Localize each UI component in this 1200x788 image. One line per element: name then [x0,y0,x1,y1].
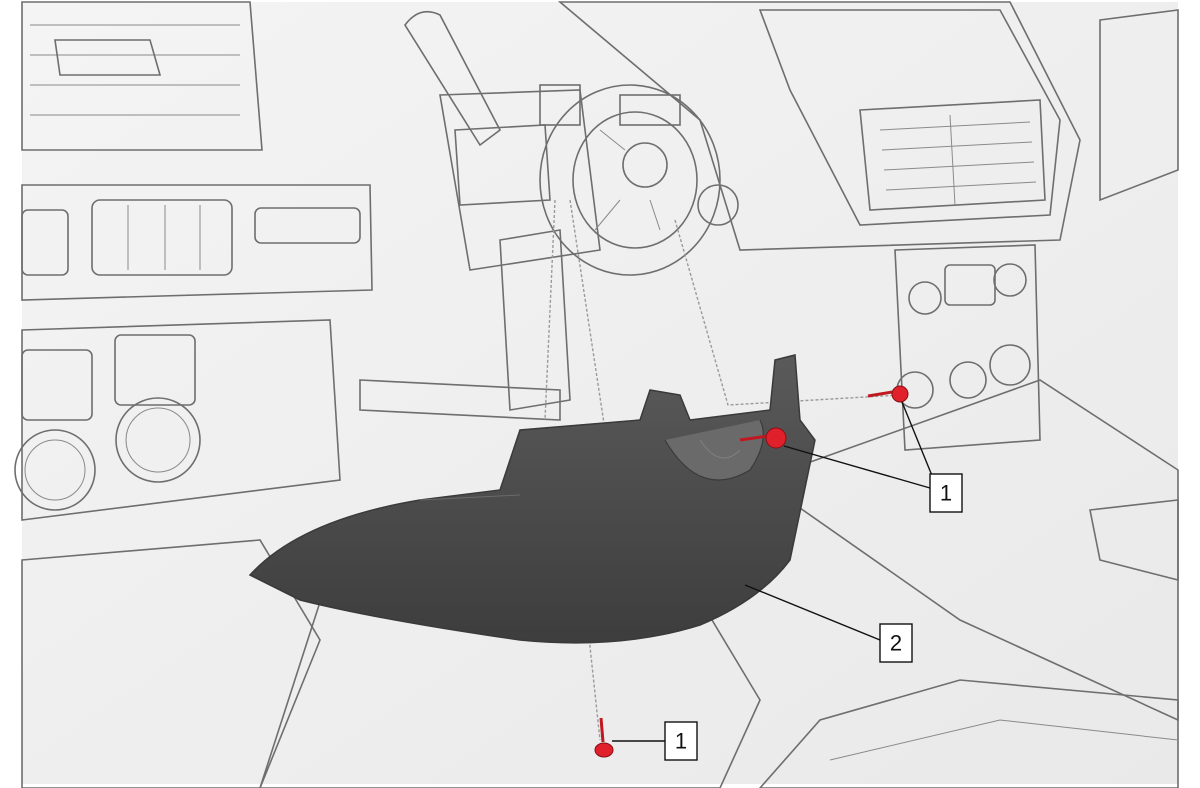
fastener-center-icon [739,427,787,449]
callout-1-upper-label: 1 [940,481,952,506]
leader-line-upper-fastener [901,401,936,484]
callout-2: 2 [879,623,913,663]
leader-line-center-fastener [783,445,931,489]
callout-2-label: 2 [890,631,902,656]
leader-line-cover [744,584,881,641]
floor-left [21,539,321,788]
fastener-lower-icon [594,717,614,758]
left-air-vent-icon [21,1,263,151]
right-air-vent-icon [1099,9,1179,202]
callout-1-lower-label: 1 [675,729,687,754]
lower-trim-cover-icon [248,354,816,644]
left-switch-panel-icon [21,184,373,301]
left-lower-panel-icon [14,319,341,521]
callout-1-lower: 1 [664,721,698,761]
clock-spring-icon [539,84,721,276]
fastener-upper-right-icon [867,385,909,403]
seat-icon [758,679,1179,788]
cup-holder-icon [1089,499,1179,582]
start-button-icon [697,184,739,226]
steering-column-icon [359,10,601,421]
center-console [758,379,1179,722]
callout-1-upper: 1 [929,473,963,513]
